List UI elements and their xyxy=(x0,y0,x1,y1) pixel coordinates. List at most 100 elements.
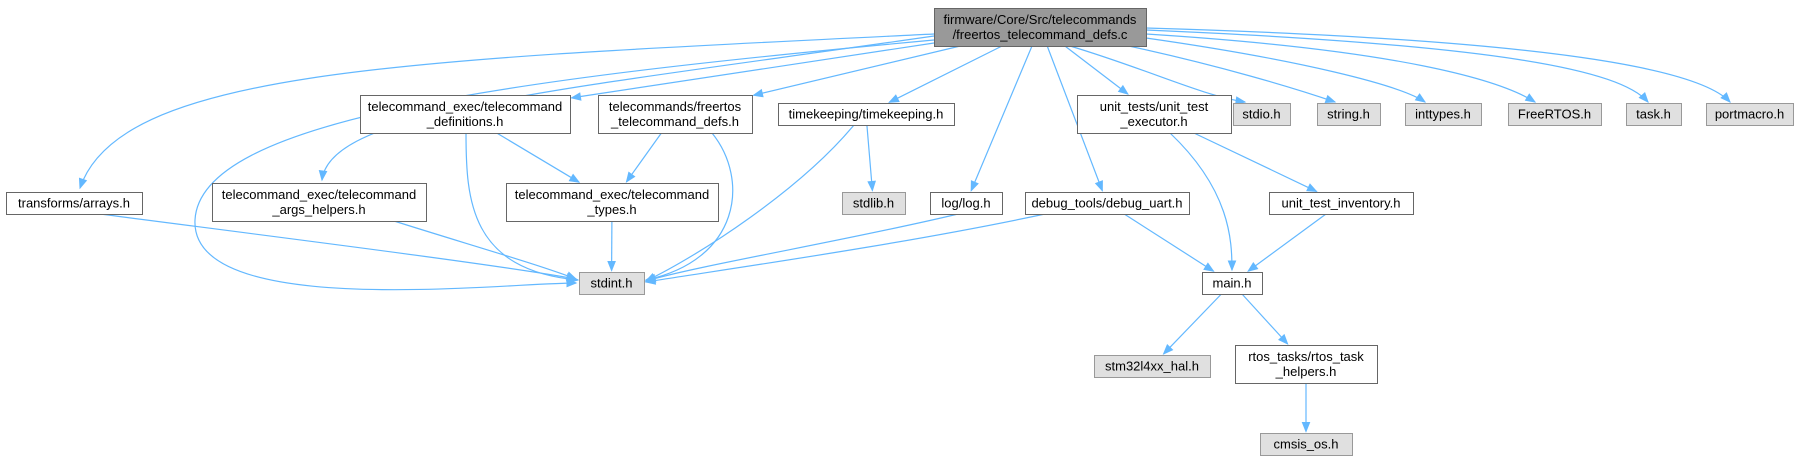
node-task: task.h xyxy=(1626,103,1682,126)
edge-line xyxy=(496,132,580,183)
node-label-line: unit_test_inventory.h xyxy=(1282,196,1401,211)
node-box xyxy=(1260,433,1353,456)
edge-line xyxy=(99,213,577,280)
edge-line xyxy=(866,124,873,191)
edge-fr_tel_defs-to-tel_types xyxy=(625,132,662,183)
node-label-line: debug_tools/debug_uart.h xyxy=(1031,196,1182,211)
node-box xyxy=(1233,103,1291,126)
edge-line xyxy=(753,45,961,96)
edge-debug_uart-to-stdint xyxy=(644,213,1046,285)
node-debug_uart[interactable]: debug_tools/debug_uart.h xyxy=(1025,192,1190,215)
node-box xyxy=(1235,345,1378,384)
edge-root-to-timekeeping xyxy=(888,45,1003,103)
edge-main-to-rtos_helpers xyxy=(1241,293,1289,345)
node-label-line: stdio.h xyxy=(1242,107,1280,122)
arrowhead xyxy=(1278,333,1289,345)
node-inttypes: inttypes.h xyxy=(1405,103,1482,126)
node-label-line: _helpers.h xyxy=(1275,364,1337,379)
node-timekeeping[interactable]: timekeeping/timekeeping.h xyxy=(778,103,955,126)
edge-line xyxy=(1193,132,1317,192)
edge-tel_types-to-stdint xyxy=(607,220,616,272)
edge-root-to-tel_defs xyxy=(570,42,935,101)
node-stdlib: stdlib.h xyxy=(842,192,906,215)
node-ut_exec[interactable]: unit_tests/unit_test_executor.h xyxy=(1077,95,1232,134)
arrowhead xyxy=(867,180,876,192)
edge-line xyxy=(1064,45,1129,95)
node-box xyxy=(1269,192,1414,215)
edge-main-to-hal xyxy=(1162,293,1222,355)
node-label-line: stm32l4xx_hal.h xyxy=(1105,359,1199,374)
arrowhead xyxy=(318,170,328,182)
node-freertos: FreeRTOS.h xyxy=(1508,103,1602,126)
edge-line xyxy=(1123,213,1214,272)
edge-line xyxy=(1163,293,1222,355)
node-box xyxy=(506,183,719,222)
edge-tel_defs-to-tel_types xyxy=(496,132,581,183)
node-rtos_helpers[interactable]: rtos_tasks/rtos_task_helpers.h xyxy=(1235,345,1378,384)
edge-line xyxy=(645,132,734,281)
arrowhead xyxy=(1203,262,1215,272)
node-log[interactable]: log/log.h xyxy=(930,192,1003,215)
node-tel_defs[interactable]: telecommand_exec/telecommand_definitions… xyxy=(360,95,571,134)
edge-line xyxy=(194,39,935,291)
arrowhead xyxy=(1117,84,1129,95)
node-label-line: telecommand_exec/telecommand xyxy=(515,187,709,202)
node-ut_inventory[interactable]: unit_test_inventory.h xyxy=(1269,192,1414,215)
edge-line xyxy=(393,220,577,280)
edge-line xyxy=(1169,132,1233,271)
edge-root-to-freertos xyxy=(1145,33,1537,103)
arrowhead xyxy=(1638,92,1649,104)
nodes-layer: firmware/Core/Src/telecommands/freertos_… xyxy=(6,8,1794,456)
edge-line xyxy=(1145,33,1536,103)
node-box xyxy=(1094,355,1211,378)
edge-root-to-debug_uart xyxy=(1046,45,1103,192)
edge-ut_inventory-to-main xyxy=(1247,213,1327,272)
node-label-line: _args_helpers.h xyxy=(271,202,365,217)
edge-line xyxy=(1247,213,1327,272)
arrowhead xyxy=(1162,344,1174,355)
arrowhead xyxy=(1301,422,1311,433)
edge-root-to-inttypes xyxy=(1145,37,1427,103)
node-label-line: task.h xyxy=(1636,107,1671,122)
node-label-line: main.h xyxy=(1212,276,1251,291)
edge-args_helpers-to-stdint xyxy=(393,220,578,280)
node-label-line: transforms/arrays.h xyxy=(18,196,130,211)
arrowhead xyxy=(1324,94,1337,104)
edge-root-to-task xyxy=(1145,29,1649,104)
node-label-line: rtos_tasks/rtos_task xyxy=(1248,349,1364,364)
edge-log-to-stdint xyxy=(644,213,959,283)
edge-line xyxy=(1046,45,1103,191)
node-label-line: timekeeping/timekeeping.h xyxy=(789,107,944,122)
arrowhead xyxy=(1094,180,1103,192)
edge-line xyxy=(970,45,1033,191)
edge-line xyxy=(626,132,662,183)
node-box xyxy=(1626,103,1682,126)
node-label-line: cmsis_os.h xyxy=(1273,437,1338,452)
arrowhead xyxy=(1227,260,1237,272)
arrowhead xyxy=(607,261,616,272)
node-label-line: stdint.h xyxy=(591,276,633,291)
node-label-line: inttypes.h xyxy=(1415,107,1471,122)
edge-line xyxy=(1069,45,1246,103)
node-fr_tel_defs[interactable]: telecommands/freertos_telecommand_defs.h xyxy=(598,95,753,134)
arrowhead xyxy=(644,276,657,285)
edge-root-to-portmacro xyxy=(1145,27,1731,103)
node-label-line: FreeRTOS.h xyxy=(1518,107,1591,122)
node-label-line: telecommand_exec/telecommand xyxy=(222,187,416,202)
arrowhead xyxy=(970,180,979,192)
edge-line xyxy=(571,42,935,99)
node-box xyxy=(1508,103,1602,126)
node-box xyxy=(212,183,427,222)
node-root[interactable]: firmware/Core/Src/telecommands/freertos_… xyxy=(934,8,1147,47)
node-stdint: stdint.h xyxy=(579,272,645,295)
node-box xyxy=(930,192,1003,215)
arrowhead xyxy=(752,88,764,98)
edge-line xyxy=(645,124,855,282)
node-args_helpers[interactable]: telecommand_exec/telecommand_args_helper… xyxy=(212,183,427,222)
node-string: string.h xyxy=(1317,103,1381,126)
edge-timekeeping-to-stdlib xyxy=(866,124,876,192)
node-box xyxy=(1025,192,1190,215)
node-main[interactable]: main.h xyxy=(1202,272,1263,295)
node-tel_types[interactable]: telecommand_exec/telecommand_types.h xyxy=(506,183,719,222)
node-arrays[interactable]: transforms/arrays.h xyxy=(6,192,143,215)
